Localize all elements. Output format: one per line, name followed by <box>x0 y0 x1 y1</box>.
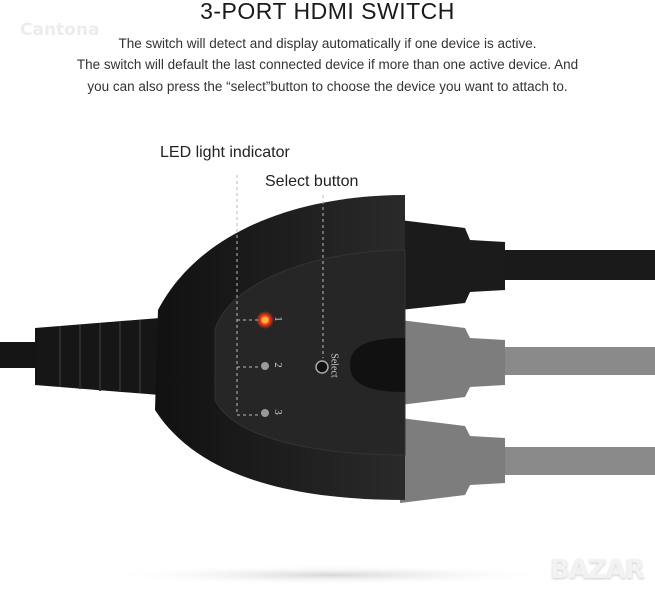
led-3 <box>261 409 269 417</box>
description-line-2: The switch will default the last connect… <box>76 57 579 72</box>
strain-relief-ridges <box>59 320 141 393</box>
hdmi-connector-2 <box>400 320 505 405</box>
cable-2 <box>480 347 655 375</box>
description-line-3: you can also press the “select”button to… <box>87 79 568 94</box>
select-text: Select <box>328 353 340 378</box>
led-2 <box>261 362 269 370</box>
select-recess <box>350 338 405 392</box>
hdmi-connector-1 <box>400 220 505 310</box>
callout-lines <box>236 175 324 416</box>
description-line-1: The switch will detect and display autom… <box>118 36 537 51</box>
watermark-cantona: Cantona <box>20 20 100 40</box>
cable-1 <box>480 250 655 280</box>
hdmi-connector-3 <box>400 418 505 503</box>
select-button[interactable] <box>315 360 329 374</box>
port-label-1: 1 <box>271 316 284 322</box>
port-label-3: 3 <box>271 409 284 415</box>
bazar-watermark: BAZAR <box>550 555 645 585</box>
cable-3 <box>480 447 655 475</box>
strain-relief <box>35 318 160 395</box>
page-title: 3-PORT HDMI SWITCH <box>200 0 455 24</box>
led-indicator-label: LED light indicator <box>160 144 290 161</box>
floor-shadow <box>100 565 560 585</box>
switch-front-panel <box>214 249 406 456</box>
port-label-2: 2 <box>271 362 284 368</box>
select-button-label: Select button <box>265 173 359 190</box>
